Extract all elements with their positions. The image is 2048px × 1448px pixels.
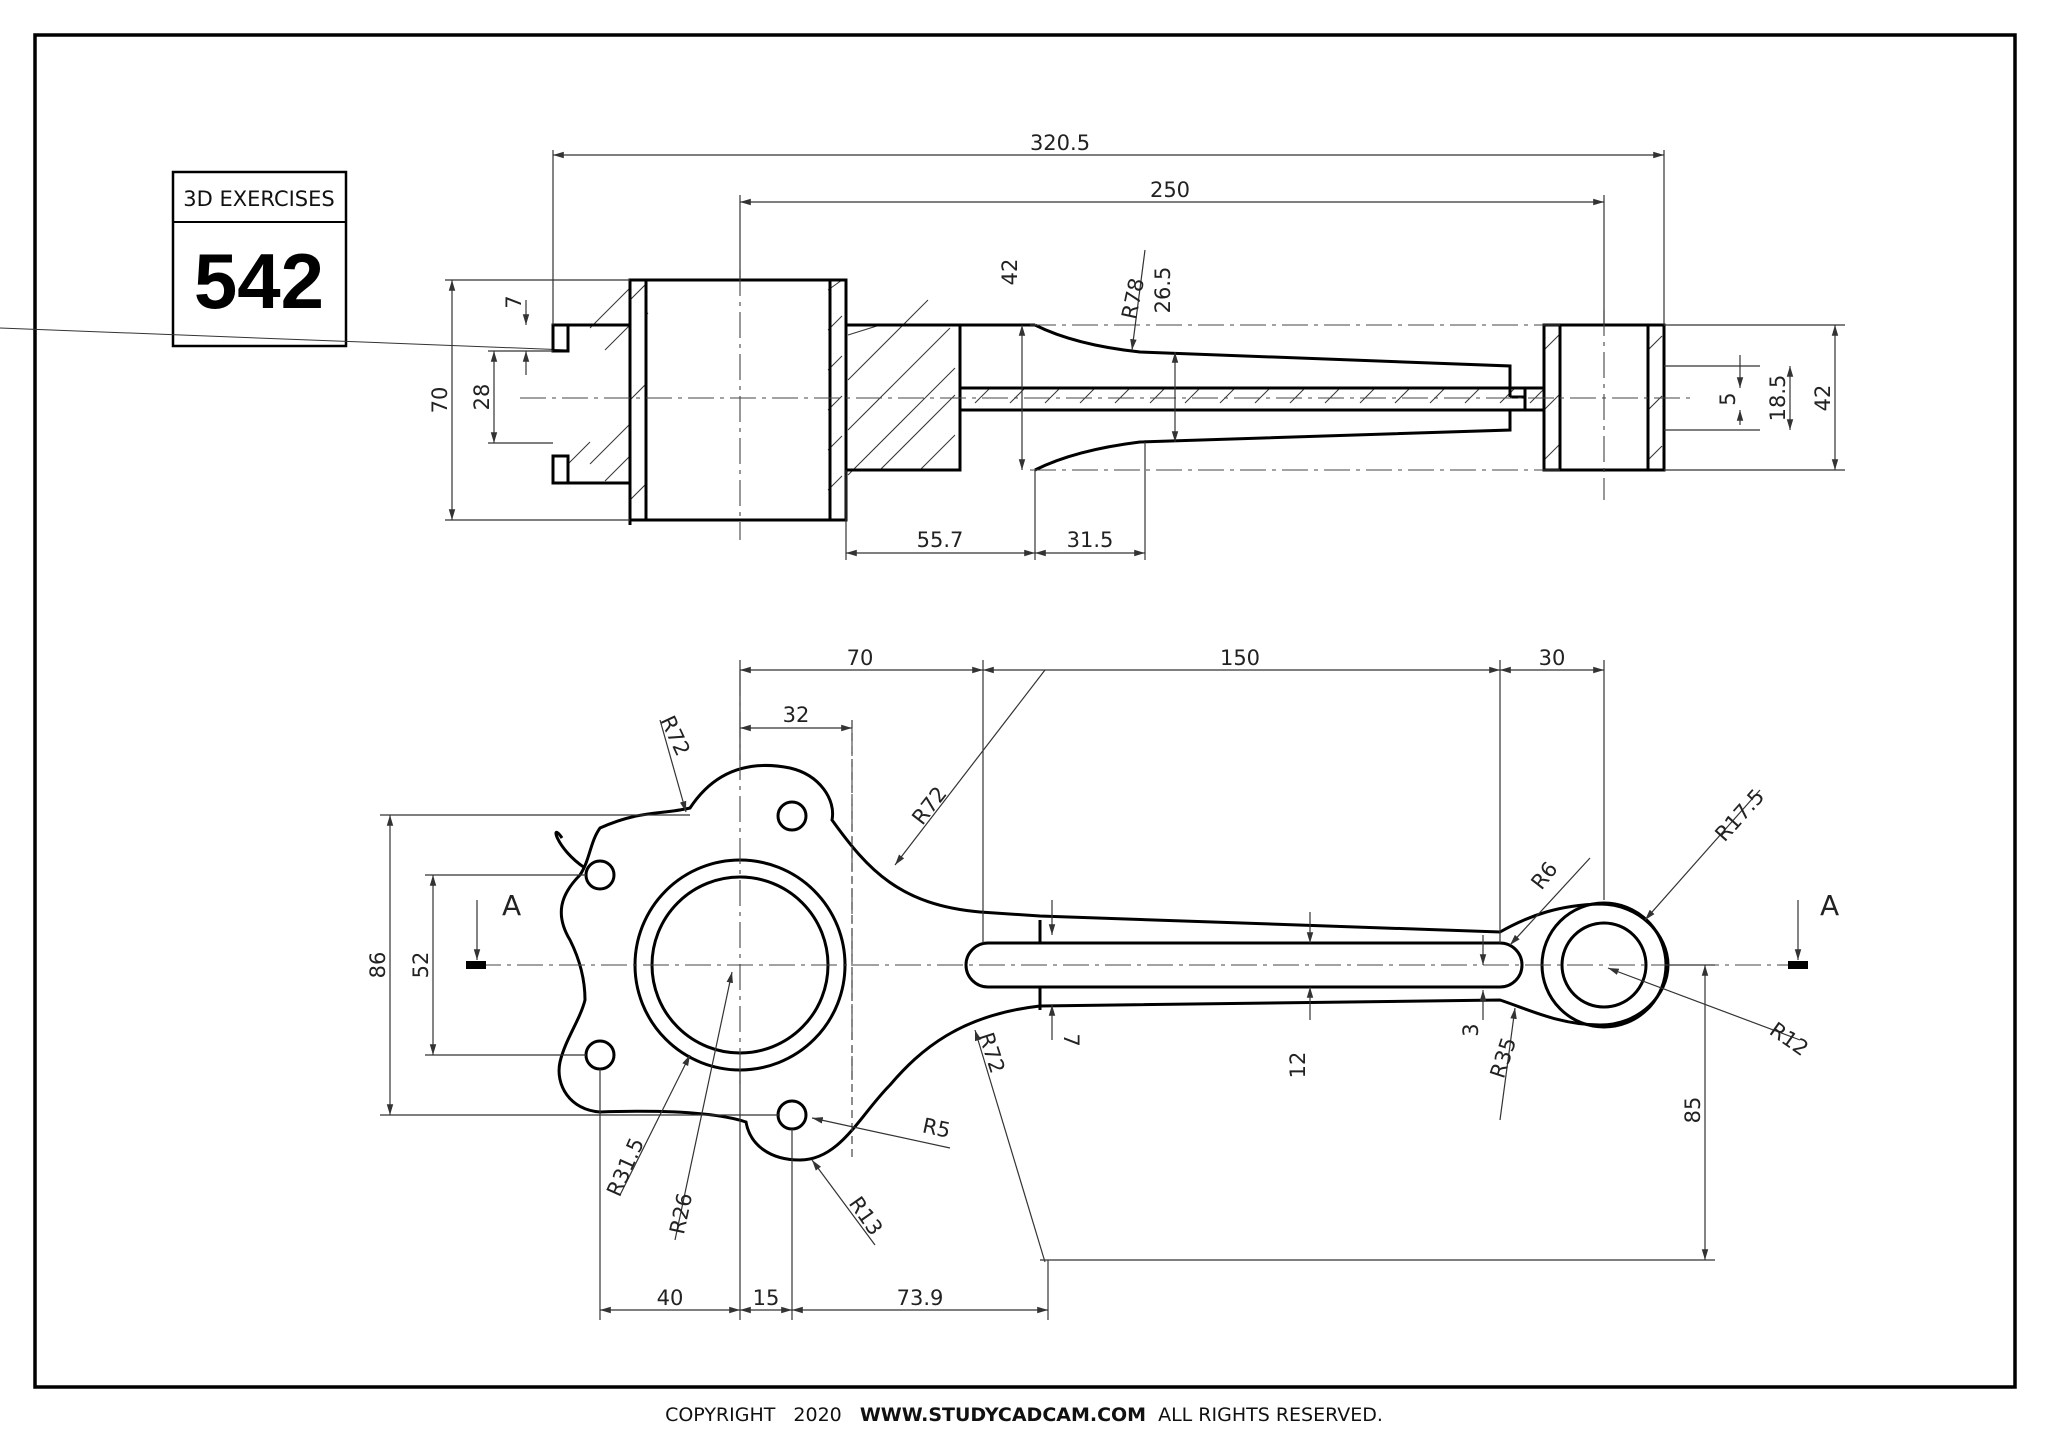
dim-7-flange: 7 xyxy=(502,295,526,308)
section-label-left: A xyxy=(502,889,521,922)
title-heading: 3D EXERCISES xyxy=(183,187,334,211)
dim-250: 250 xyxy=(1150,178,1190,202)
copyright-label: COPYRIGHT xyxy=(665,1404,776,1426)
dim-320-5: 320.5 xyxy=(1030,131,1090,155)
dim-32: 32 xyxy=(783,703,810,727)
dim-31-5: 31.5 xyxy=(1067,528,1114,552)
dim-30: 30 xyxy=(1539,646,1566,670)
copyright-footer: COPYRIGHT 2020 WWW.STUDYCADCAM.COM ALL RI… xyxy=(0,1404,2048,1426)
section-marker-right: A xyxy=(1788,889,1839,969)
dim-55-7: 55.7 xyxy=(917,528,964,552)
dim-150: 150 xyxy=(1220,646,1260,670)
drawing-border xyxy=(33,33,2017,1389)
dim-12: 12 xyxy=(1286,1052,1310,1079)
dim-73-9: 73.9 xyxy=(897,1286,944,1310)
section-dimension-text: 320.5 250 70 28 7 42 R78 26.5 5 18.5 42 … xyxy=(428,131,1835,552)
section-view: 320.5 250 70 28 7 42 R78 26.5 5 18.5 42 … xyxy=(0,131,1845,560)
small-end-inner xyxy=(1560,921,1648,1009)
dim-70-height: 70 xyxy=(428,387,452,414)
website-link[interactable]: WWW.STUDYCADCAM.COM xyxy=(859,1404,1147,1426)
section-hatch xyxy=(0,279,1663,501)
dim-70: 70 xyxy=(847,646,874,670)
rights-text: ALL RIGHTS RESERVED. xyxy=(1158,1404,1383,1426)
dim-15: 15 xyxy=(753,1286,780,1310)
dim-3: 3 xyxy=(1459,1023,1483,1036)
dim-7: 7 xyxy=(1059,1033,1083,1046)
dim-5: 5 xyxy=(1716,392,1740,405)
bolt-hole-top xyxy=(776,800,808,832)
dim-85: 85 xyxy=(1681,1097,1705,1124)
dim-18-5: 18.5 xyxy=(1766,375,1790,422)
dim-86: 86 xyxy=(366,952,390,979)
dim-40: 40 xyxy=(657,1286,684,1310)
section-marker-left: A xyxy=(466,889,521,969)
section-dimension-lines xyxy=(445,150,1845,560)
section-outline xyxy=(551,278,1666,525)
web-slot xyxy=(964,941,1524,989)
front-dimension-lines xyxy=(380,660,1801,1320)
copyright-year: 2020 xyxy=(793,1404,842,1426)
dim-r5: R5 xyxy=(920,1114,952,1143)
section-label-right: A xyxy=(1820,889,1839,922)
title-block: 3D EXERCISES 542 xyxy=(171,170,348,348)
dim-42-small-end: 42 xyxy=(1811,385,1835,412)
dim-42-web: 42 xyxy=(998,259,1022,286)
exercise-number: 542 xyxy=(194,237,324,325)
dim-52: 52 xyxy=(409,952,433,979)
dim-28: 28 xyxy=(470,384,494,411)
dim-r78: R78 xyxy=(1117,276,1149,321)
front-view-clean: A A xyxy=(300,646,1839,1330)
dim-26-5: 26.5 xyxy=(1151,267,1175,314)
